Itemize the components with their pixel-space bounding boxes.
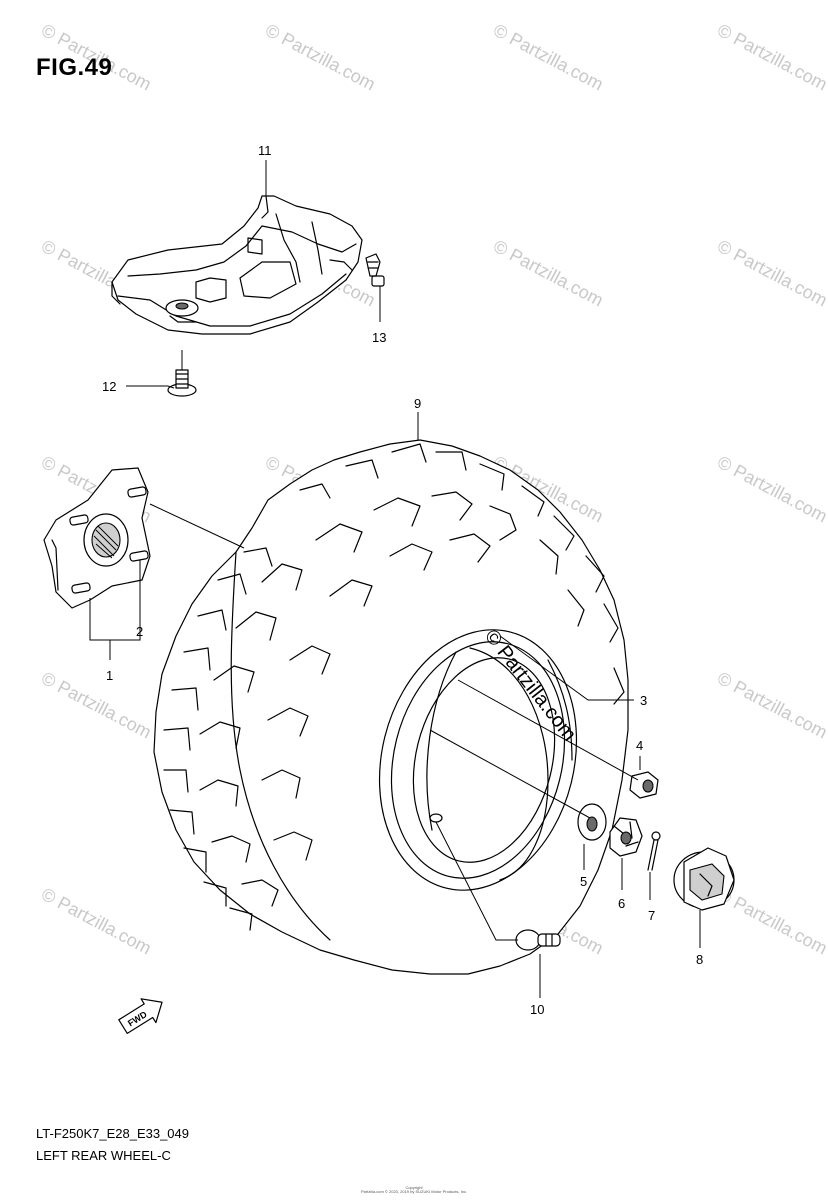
part-12-bolt <box>167 369 197 397</box>
callout-10: 10 <box>530 1002 544 1017</box>
watermark-tile: © Partzilla.com <box>38 668 154 743</box>
callout-8: 8 <box>696 952 703 967</box>
callout-13: 13 <box>372 330 386 345</box>
part-9-tire <box>153 439 629 975</box>
figure-code: LT-F250K7_E28_E33_049 <box>36 1126 189 1141</box>
watermark-tile: © Partzilla.com <box>714 884 828 959</box>
callout-1: 1 <box>106 668 113 683</box>
callout-11: 11 <box>258 143 272 158</box>
callout-6: 6 <box>618 896 625 911</box>
figure-title: FIG.49 <box>36 54 113 81</box>
copyright-notice: Copyright Partzilla.com © 2023, 2019 by … <box>0 1186 828 1194</box>
callout-12: 12 <box>102 379 116 394</box>
part-5-washer <box>577 803 607 841</box>
figure-name: LEFT REAR WHEEL-C <box>36 1148 171 1163</box>
part-1-hub <box>43 467 151 609</box>
callout-labels: 11 13 12 9 2 1 3 4 5 6 7 8 10 <box>102 143 703 1017</box>
copyright-line-1: Copyright <box>405 1185 423 1190</box>
watermark-tile: © Partzilla.com <box>490 20 606 95</box>
watermark-tile: © Partzilla.com <box>490 236 606 311</box>
part-7-cotter-pin <box>647 831 661 871</box>
fwd-arrow-icon: FWD <box>118 998 163 1034</box>
part-3-ring <box>547 659 573 761</box>
part-13-bolt <box>365 253 385 287</box>
callout-4: 4 <box>636 738 643 753</box>
callout-2: 2 <box>136 624 143 639</box>
leader-lines <box>89 160 701 998</box>
watermark-tile: © Partzilla.com <box>714 236 828 311</box>
watermark-tile: © Partzilla.com <box>714 452 828 527</box>
part-10-valve <box>515 929 561 951</box>
callout-9: 9 <box>414 396 421 411</box>
part-8-cap <box>673 847 735 911</box>
copyright-line-2: Partzilla.com © 2023, 2019 by SUZUKI Mot… <box>360 1189 468 1194</box>
watermark-tile: © Partzilla.com <box>38 884 154 959</box>
part-6-castle-nut <box>609 817 643 857</box>
part-11-cover <box>111 195 363 335</box>
watermark-tile: © Partzilla.com <box>714 668 828 743</box>
watermark-tile: © Partzilla.com <box>714 20 828 95</box>
callout-3: 3 <box>640 693 647 708</box>
watermark-tile: © Partzilla.com <box>262 20 378 95</box>
callout-5: 5 <box>580 874 587 889</box>
part-4-nut <box>629 771 659 799</box>
callout-7: 7 <box>648 908 655 923</box>
